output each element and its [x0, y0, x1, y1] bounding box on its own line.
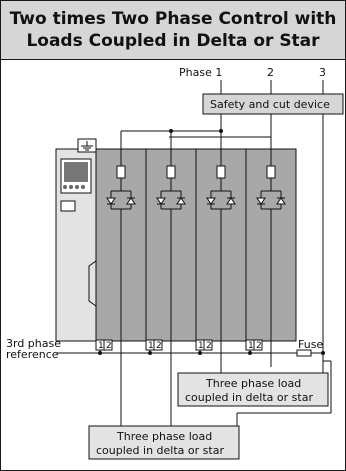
- junction-dot: [148, 351, 152, 355]
- safety-cut-device-label: Safety and cut device: [210, 98, 330, 111]
- terminal-block-4: 1 2: [245, 339, 263, 351]
- ground-icon: [77, 138, 97, 153]
- terminal-label: 1: [148, 341, 154, 351]
- terminal-block-1: 1 2: [95, 339, 113, 351]
- phase-3-label: 3: [319, 66, 326, 79]
- title-bar: Two times Two Phase Control with Loads C…: [1, 1, 345, 60]
- thyristor-icon: [256, 165, 286, 341]
- controller-button: [63, 185, 67, 189]
- junction-dot: [321, 351, 325, 355]
- right-load-line2: coupled in delta or star: [185, 391, 313, 404]
- terminal-label: 1: [248, 341, 254, 351]
- junction-dot: [98, 351, 102, 355]
- terminal-label: 2: [106, 341, 112, 351]
- controller-latch: [88, 260, 97, 307]
- phase-1-label: Phase 1: [179, 66, 222, 79]
- third-phase-ref-line1: 3rd phase: [6, 337, 61, 350]
- controller-button: [75, 185, 79, 189]
- safety-cut-device-box: [202, 93, 344, 115]
- terminal-label: 2: [156, 341, 162, 351]
- junction-dot: [198, 351, 202, 355]
- title-line-2: Loads Coupled in Delta or Star: [26, 31, 320, 51]
- phase-2-label: 2: [267, 66, 274, 79]
- terminal-label: 1: [98, 341, 104, 351]
- terminal-label: 2: [256, 341, 262, 351]
- title-line-1: Two times Two Phase Control with: [9, 9, 337, 29]
- terminal-label: 1: [198, 341, 204, 351]
- wiring-diagram: Phase 1 2 3 Safety and cut device: [6, 66, 344, 460]
- left-load-line1: Three phase load: [116, 430, 212, 443]
- junction-dot: [248, 351, 252, 355]
- controller-port: [60, 200, 76, 212]
- third-phase-ref-line2: reference: [6, 348, 59, 361]
- thyristor-icon: [206, 165, 236, 341]
- fuse-label: Fuse: [298, 338, 323, 351]
- controller-button: [69, 185, 73, 189]
- fuse-icon: [296, 349, 312, 357]
- controller-screen: [64, 162, 88, 182]
- thyristor-icon: [156, 165, 186, 341]
- controller-button: [81, 185, 85, 189]
- right-load-line1: Three phase load: [205, 377, 301, 390]
- terminal-block-2: 1 2: [145, 339, 163, 351]
- left-load-line2: coupled in delta or star: [96, 444, 224, 457]
- right-load-box: [177, 372, 329, 407]
- terminal-label: 2: [206, 341, 212, 351]
- terminal-block-3: 1 2: [195, 339, 213, 351]
- left-load-box: [88, 425, 240, 460]
- thyristor-icon: [106, 165, 136, 341]
